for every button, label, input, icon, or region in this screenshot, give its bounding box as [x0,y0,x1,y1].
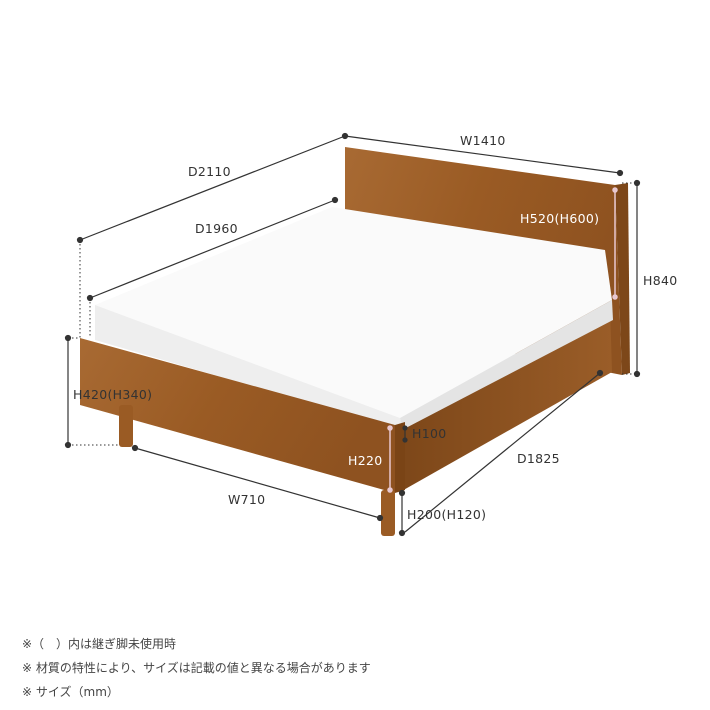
note: ※ 材質の特性により、サイズは記載の値と異なる場合があります [22,661,371,675]
note: ※（ ）内は継ぎ脚未使用時 [22,637,177,651]
dim-h-foot: H420(H340) [73,387,153,402]
dim-h-total: H840 [643,273,678,288]
headboard-top-edge [615,183,630,375]
dim-h-footboard: H220 [348,453,383,468]
footboard-end [395,422,405,493]
dim-h-headboard: H520(H600) [520,211,600,226]
note: ※ サイズ（mm） [22,685,119,699]
dim-h-rail: H100 [412,426,447,441]
leg-front [381,490,395,536]
dim-w-total: W1410 [460,133,506,148]
mattress-front [95,305,402,430]
dim-d-rail: D1825 [517,451,560,466]
dim-d-total: D2110 [188,164,231,179]
mattress-side [400,300,613,430]
side-rail [400,305,612,492]
notes: ※（ ）内は継ぎ脚未使用時 ※ 材質の特性により、サイズは記載の値と異なる場合が… [22,632,371,704]
footboard [80,338,395,493]
dim-d-mattress: D1960 [195,221,238,236]
dim-w-foot: W710 [228,492,266,507]
leg-left [119,405,133,447]
dim-h-floor: H200(H120) [407,507,487,522]
mattress-top [95,207,612,418]
